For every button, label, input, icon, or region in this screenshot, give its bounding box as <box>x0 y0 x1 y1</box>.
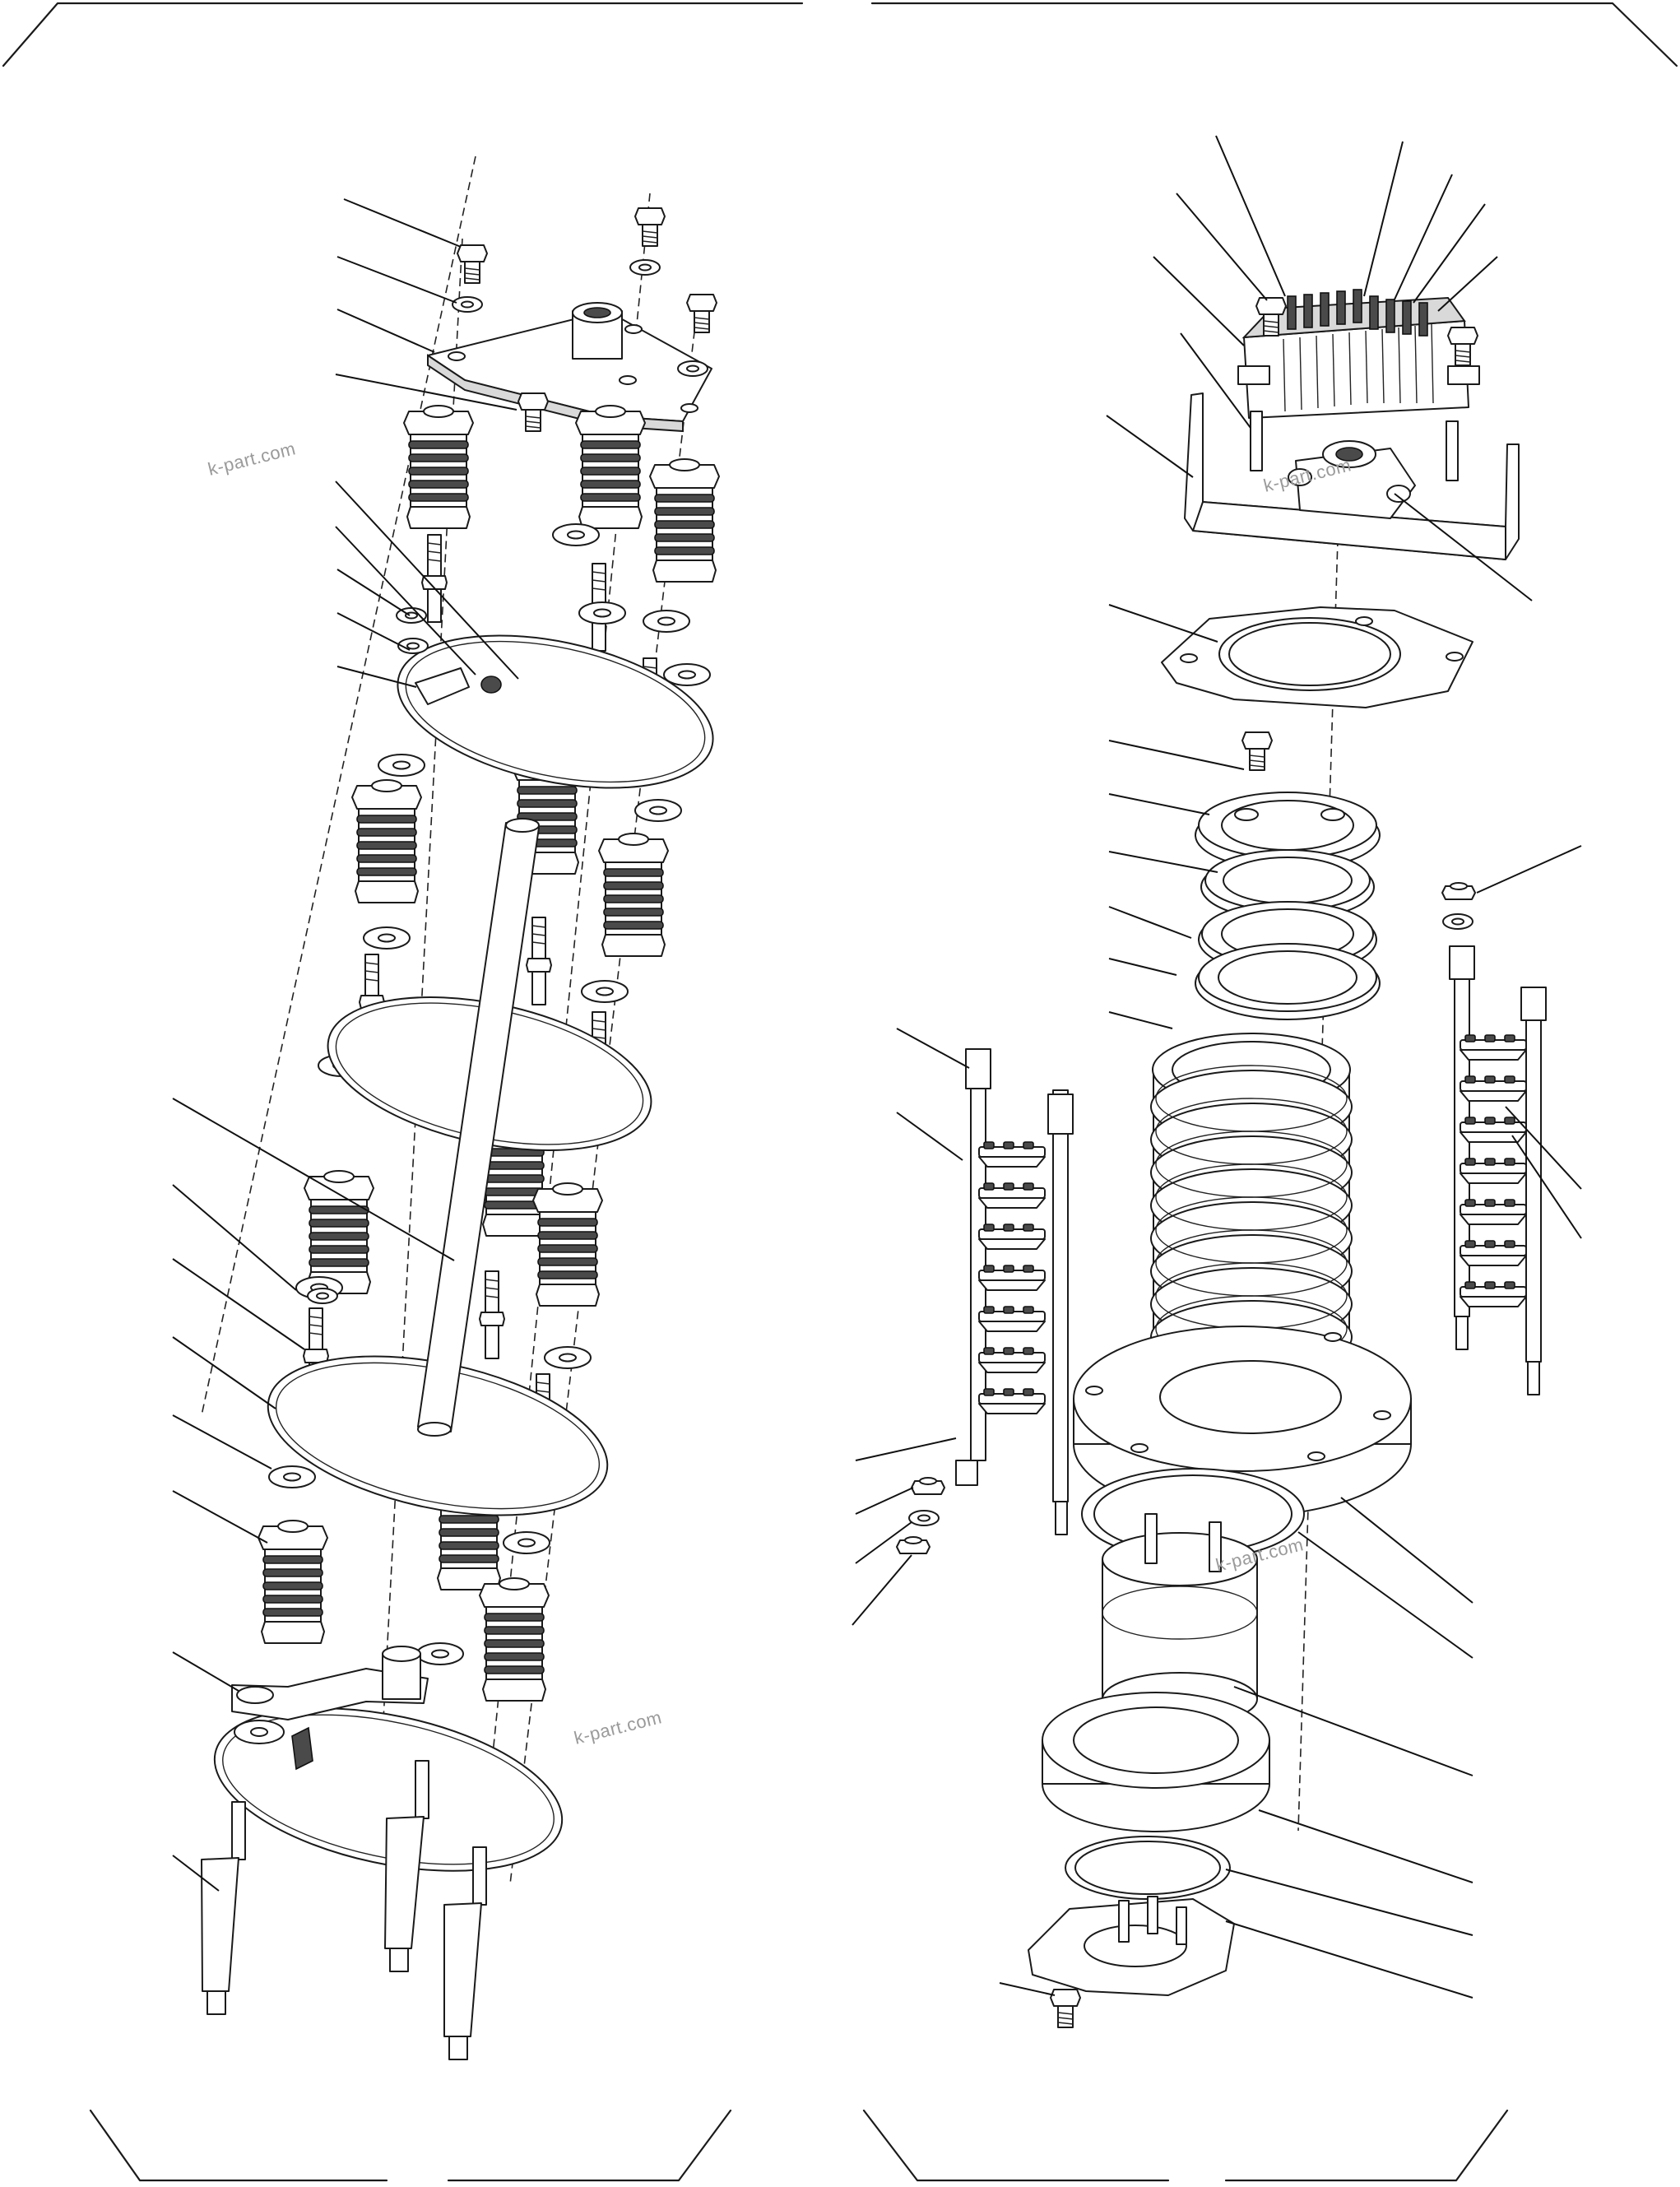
terminal-lug <box>415 667 502 705</box>
left-washer-13 <box>544 1346 592 1369</box>
top-bolt-center <box>634 207 666 247</box>
brush-washer-right <box>1442 913 1473 930</box>
spring-stack-7 <box>304 1170 374 1294</box>
cap-ring-2 <box>1200 849 1375 921</box>
cap-bolt <box>1241 731 1273 771</box>
spring-stack-4 <box>351 779 422 903</box>
spring-stack-10 <box>258 1520 328 1644</box>
brush-nut-left <box>911 1477 945 1495</box>
bottom-bracket <box>231 1646 429 1771</box>
top-washer-right <box>677 360 708 377</box>
brush-nut-right <box>1441 882 1476 900</box>
top-washer-left <box>452 296 483 313</box>
left-washer-14 <box>268 1465 316 1488</box>
left-washer-3 <box>643 610 690 633</box>
long-post-left <box>201 1801 246 2015</box>
spring-stack-2 <box>575 405 646 529</box>
left-washer-16 <box>503 1531 550 1554</box>
watermark-left-bottom: k-part.com <box>572 1706 664 1748</box>
encoder-unit <box>1288 440 1416 519</box>
top-washer-center <box>629 259 661 276</box>
spring-stack-9 <box>532 1182 603 1307</box>
small-washer-a <box>307 1288 338 1304</box>
bearing <box>1042 1692 1270 1832</box>
spring-stack-3 <box>649 458 720 583</box>
mounting-bracket <box>1184 392 1520 560</box>
left-washer-1 <box>552 523 600 546</box>
right-leader-lines <box>852 135 1582 1999</box>
ring-plate-1 <box>397 634 714 789</box>
left-assembly: k-part.com k-part.com <box>172 156 720 2060</box>
left-washer-17 <box>416 1642 464 1665</box>
base-collar <box>1028 1896 1235 1996</box>
spring-stack-6 <box>598 833 669 957</box>
watermark-left-top: k-part.com <box>206 438 298 480</box>
top-bolt-left <box>457 244 488 284</box>
terminal-block <box>1237 289 1480 419</box>
left-washer-7 <box>634 799 682 822</box>
cap-ring-1 <box>1195 792 1381 871</box>
spring-stack-12 <box>479 1577 550 1702</box>
stud-8 <box>479 1270 505 1359</box>
long-post-center <box>384 1760 429 1972</box>
right-assembly: k-part.com k-part.com <box>852 135 1582 2028</box>
brush-nut-left-2 <box>896 1536 930 1554</box>
top-triangular-plate <box>427 302 712 433</box>
left-washer-8 <box>363 926 411 950</box>
left-washer-2 <box>578 601 626 625</box>
brush-rack-right <box>1449 945 1547 1395</box>
left-washer-6 <box>378 754 425 777</box>
top-bolt-right <box>686 294 717 333</box>
small-bolt <box>517 392 549 432</box>
left-washer-9 <box>581 980 629 1003</box>
base-flange <box>1073 1326 1412 1517</box>
snap-ring <box>1065 1836 1231 1900</box>
left-leader-lines <box>172 198 519 1892</box>
cap-ring-4 <box>1195 943 1381 1020</box>
stud-5 <box>526 917 552 1005</box>
spring-stack-1 <box>403 405 474 529</box>
base-bolt <box>1050 1989 1081 2028</box>
brush-rack-left <box>955 1048 1074 1535</box>
brush-washer-left <box>908 1510 940 1526</box>
central-tube <box>417 818 540 1437</box>
long-post-right <box>443 1846 487 2060</box>
gasket-plate <box>1161 606 1473 708</box>
